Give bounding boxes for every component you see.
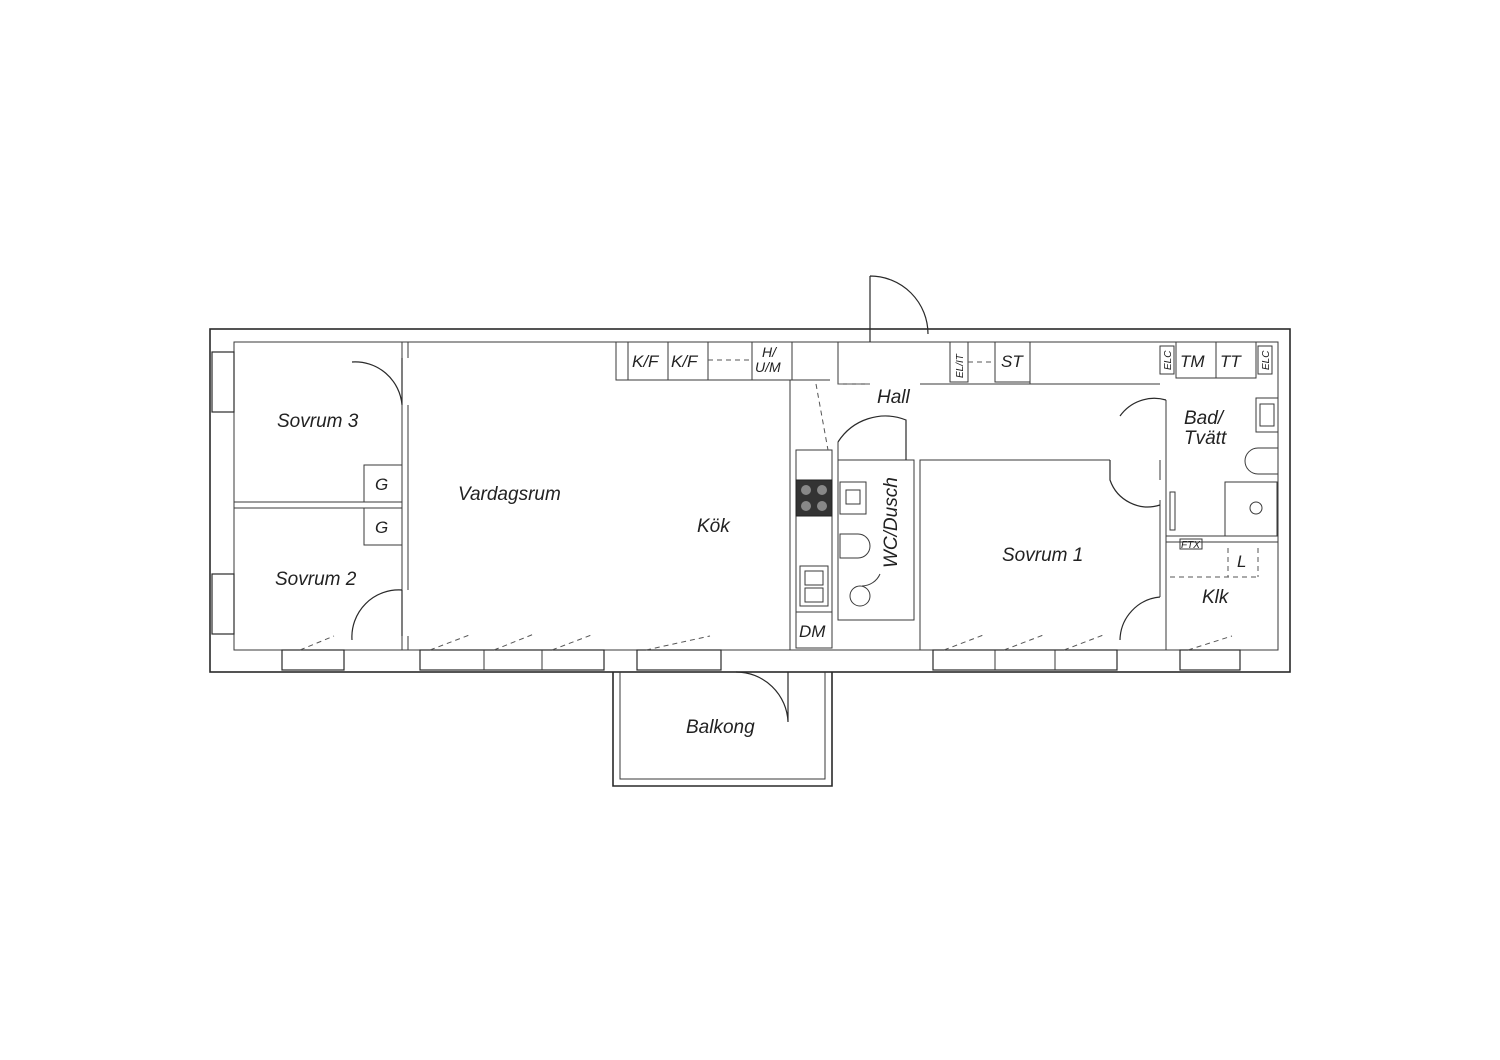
room-label-bad: Bad/ xyxy=(1184,408,1225,429)
room-label-kok: Kök xyxy=(697,516,731,537)
fixture-label-tt: TT xyxy=(1220,352,1242,371)
room-labels: Sovrum 3 Sovrum 2 Vardagsrum Kök Hall WC… xyxy=(275,387,1230,738)
hob-icon xyxy=(795,479,833,517)
fixture-label-l: L xyxy=(1237,552,1246,571)
interior-walls xyxy=(234,341,1278,650)
fixture-label-elc-left: ELC xyxy=(1163,350,1174,370)
fixture-label-tm: TM xyxy=(1180,352,1205,371)
fixture-label-g-lower: G xyxy=(375,518,388,537)
room-label-klk: Klk xyxy=(1202,587,1230,608)
fixture-label-ftx: FTX xyxy=(1181,540,1200,551)
toilet-icon xyxy=(839,533,871,559)
shower-icon xyxy=(849,585,871,607)
balcony xyxy=(612,672,833,787)
fixture-label-h: H/ xyxy=(762,344,778,360)
room-label-sovrum-2: Sovrum 2 xyxy=(275,569,357,590)
windows xyxy=(211,351,1241,671)
room-label-hall: Hall xyxy=(877,387,911,408)
bath-sink-icon xyxy=(1255,397,1279,433)
room-label-balkong: Balkong xyxy=(686,717,755,738)
fixture-labels: G G K/F K/F H/ U/M EL/IT ST ELC TM TT EL… xyxy=(375,344,1272,641)
fixture-label-elc-right: ELC xyxy=(1261,350,1272,370)
fixture-label-g-upper: G xyxy=(375,475,388,494)
room-label-sovrum-1: Sovrum 1 xyxy=(1002,545,1083,566)
kitchen-sink-icon xyxy=(799,565,829,607)
room-label-vardagsrum: Vardagsrum xyxy=(458,484,561,505)
fixture-label-kf-1: K/F xyxy=(632,352,660,371)
fixture-label-dm: DM xyxy=(799,622,826,641)
fixture-label-st: ST xyxy=(1001,352,1024,371)
fixture-label-elit: EL/IT xyxy=(955,353,966,378)
bath-shower-icon xyxy=(1249,501,1263,515)
room-label-wc-dusch: WC/Dusch xyxy=(881,477,902,568)
wc-sink-icon xyxy=(839,481,867,515)
room-label-sovrum-3: Sovrum 3 xyxy=(277,411,359,432)
fixture-label-um: U/M xyxy=(755,359,781,375)
fixture-label-kf-2: K/F xyxy=(671,352,699,371)
doors xyxy=(351,275,1167,723)
fixtures xyxy=(363,341,1279,649)
room-label-tvatt: Tvätt xyxy=(1184,428,1227,449)
bath-toilet-icon xyxy=(1244,447,1279,475)
